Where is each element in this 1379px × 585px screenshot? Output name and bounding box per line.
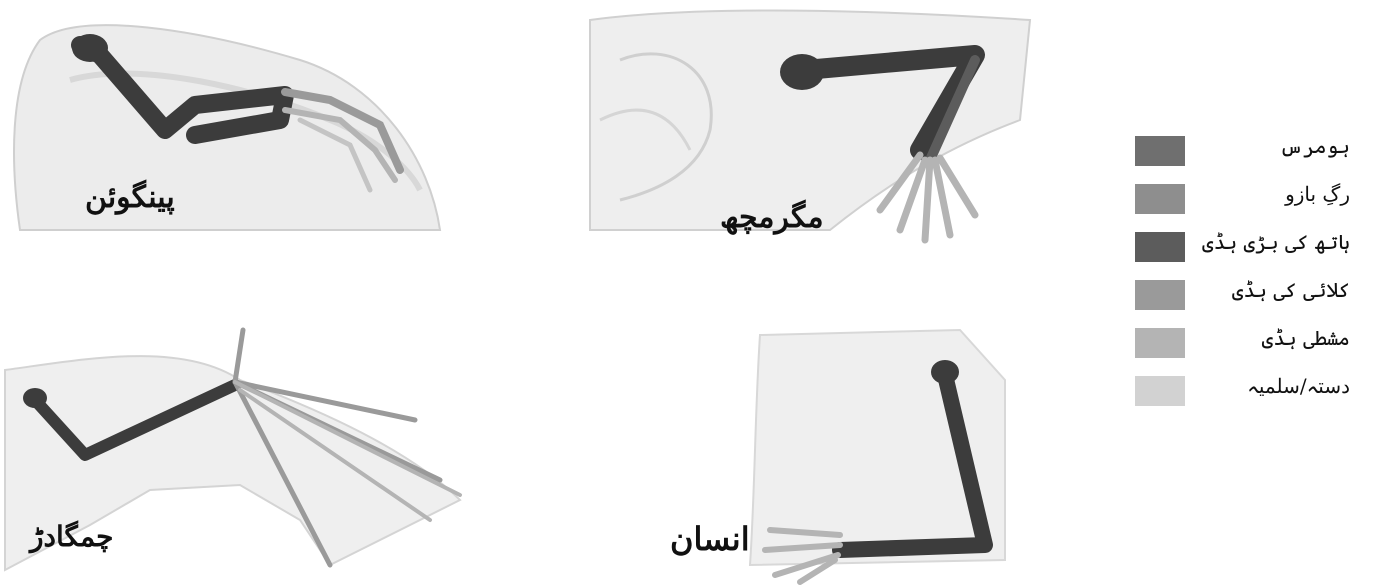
legend-label: رگِ بازو bbox=[1285, 182, 1350, 206]
legend-swatch bbox=[1135, 184, 1185, 214]
legend-item-ulna: ہاتھ کی بڑی ہڈی bbox=[1135, 224, 1370, 272]
bone-legend: ہومرس رگِ بازو ہاتھ کی بڑی ہڈی کلائی کی … bbox=[1135, 128, 1370, 416]
legend-swatch bbox=[1135, 328, 1185, 358]
legend-item-radius: رگِ بازو bbox=[1135, 176, 1370, 224]
bat-figure: چمگادڑ bbox=[0, 320, 470, 585]
legend-swatch bbox=[1135, 280, 1185, 310]
penguin-figure: پینگوئن bbox=[0, 0, 470, 240]
legend-item-phalanges: دستہ/سلمیہ bbox=[1135, 368, 1370, 416]
legend-swatch bbox=[1135, 232, 1185, 262]
crocodile-figure: مگرمچھ bbox=[580, 0, 1040, 260]
legend-label: مشطی ہڈی bbox=[1262, 326, 1350, 350]
legend-swatch bbox=[1135, 136, 1185, 166]
legend-label: کلائی کی ہڈی bbox=[1232, 278, 1350, 302]
legend-label: ہومرس bbox=[1280, 134, 1350, 158]
human-label: انسان bbox=[670, 520, 750, 558]
legend-item-carpals: کلائی کی ہڈی bbox=[1135, 272, 1370, 320]
bat-label: چمگادڑ bbox=[30, 520, 113, 553]
penguin-illustration bbox=[0, 0, 470, 240]
legend-swatch bbox=[1135, 376, 1185, 406]
legend-label: دستہ/سلمیہ bbox=[1247, 374, 1350, 398]
legend-item-humerus: ہومرس bbox=[1135, 128, 1370, 176]
penguin-label: پینگوئن bbox=[85, 180, 175, 215]
legend-label: ہاتھ کی بڑی ہڈی bbox=[1202, 230, 1350, 254]
legend-item-metacarpals: مشطی ہڈی bbox=[1135, 320, 1370, 368]
human-figure: انسان bbox=[660, 320, 1090, 585]
crocodile-label: مگرمچھ bbox=[720, 200, 824, 235]
